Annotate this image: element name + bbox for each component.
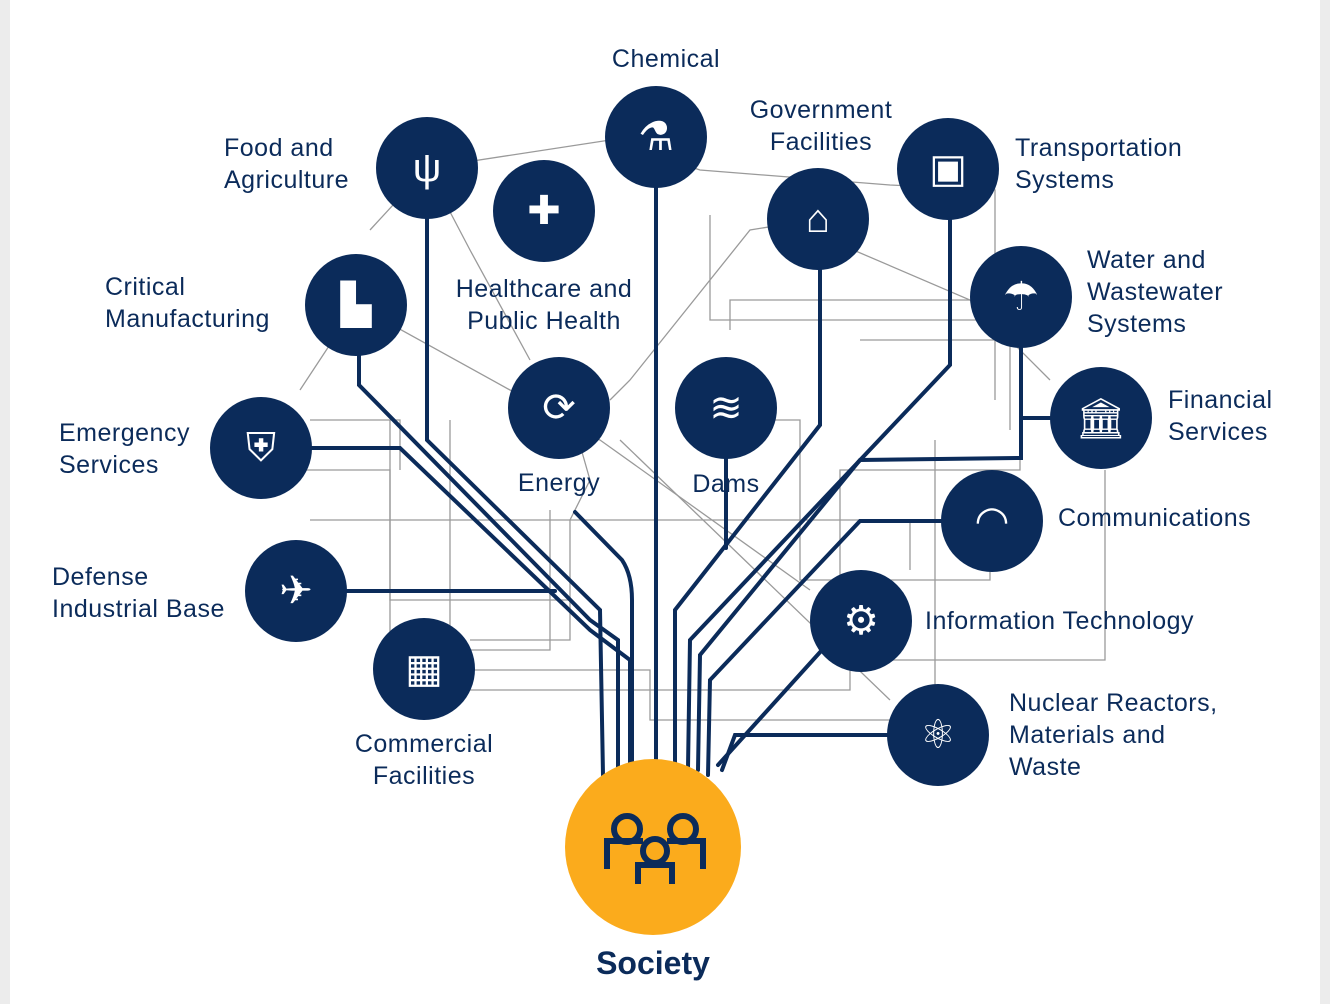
flask-icon: ⚗: [638, 115, 674, 159]
monitor-gear-icon: ⚙: [843, 599, 879, 643]
battery-cycle-icon: ⟳: [542, 386, 576, 430]
thick-connectors: [308, 185, 1052, 777]
shield-icon: ⛨: [246, 425, 276, 470]
wifi-icon: ◠: [974, 499, 1010, 543]
label-critical: Critical Manufacturing: [105, 273, 270, 333]
building-icon: ▦: [405, 647, 443, 691]
waves-icon: ≋: [709, 386, 743, 430]
factory-icon: ▙: [340, 283, 372, 327]
node-transportation[interactable]: ▣: [897, 118, 999, 220]
node-defense[interactable]: ✈: [245, 540, 347, 642]
faucet-hand-icon: ☂: [1003, 275, 1039, 319]
label-financial: Financial Services: [1168, 386, 1273, 446]
atom-icon: ⚛: [920, 713, 956, 757]
society-node[interactable]: [565, 759, 741, 935]
label-commercial: Commercial Facilities: [354, 730, 494, 790]
label-transportation: Transportation Systems: [1015, 134, 1183, 194]
node-dams[interactable]: ≋: [675, 357, 777, 459]
connection-lines: [260, 139, 1106, 777]
node-healthcare[interactable]: ✚: [493, 160, 595, 262]
node-chemical[interactable]: ⚗: [605, 86, 707, 188]
node-critical[interactable]: ▙: [305, 254, 407, 356]
node-financial[interactable]: 🏛: [1050, 367, 1152, 469]
infrastructure-diagram: Society ⚗ Chemical ψ Food and Agriculture ✚ H…: [10, 0, 1320, 1004]
label-emergency: Emergency Services: [59, 419, 190, 479]
node-nuclear[interactable]: ⚛: [887, 684, 989, 786]
node-food[interactable]: ψ: [376, 117, 478, 219]
capitol-icon: ⌂: [805, 196, 831, 241]
node-water[interactable]: ☂: [970, 246, 1072, 348]
node-commercial[interactable]: ▦: [373, 618, 475, 720]
label-chemical: Chemical: [611, 45, 721, 73]
label-energy: Energy: [517, 469, 601, 497]
bank-icon: 🏛: [1075, 396, 1127, 441]
node-it[interactable]: ⚙: [810, 570, 912, 672]
node-government[interactable]: ⌂: [767, 168, 869, 270]
label-communications: Communications: [1058, 504, 1252, 532]
train-icon: ▣: [929, 147, 967, 191]
thin-connectors: [260, 139, 1106, 721]
label-it: Information Technology: [925, 607, 1195, 635]
label-nuclear: Nuclear Reactors, Materials and Waste: [1009, 689, 1218, 781]
people-group-icon: [604, 813, 706, 884]
label-government: Government Facilities: [749, 96, 893, 156]
label-defense: Defense Industrial Base: [52, 563, 225, 623]
label-food: Food and Agriculture: [224, 134, 349, 194]
node-emergency[interactable]: ⛨: [210, 397, 312, 499]
label-water: Water and Wastewater Systems: [1087, 246, 1224, 338]
society-label: Society: [596, 945, 710, 981]
label-healthcare: Healthcare and Public Health: [455, 275, 633, 335]
medical-kit-icon: ✚: [527, 189, 561, 233]
label-dams: Dams: [692, 470, 760, 498]
wheat-icon: ψ: [412, 145, 442, 190]
node-communications[interactable]: ◠: [941, 470, 1043, 572]
airplane-icon: ✈: [279, 569, 313, 613]
node-energy[interactable]: ⟳: [508, 357, 610, 459]
